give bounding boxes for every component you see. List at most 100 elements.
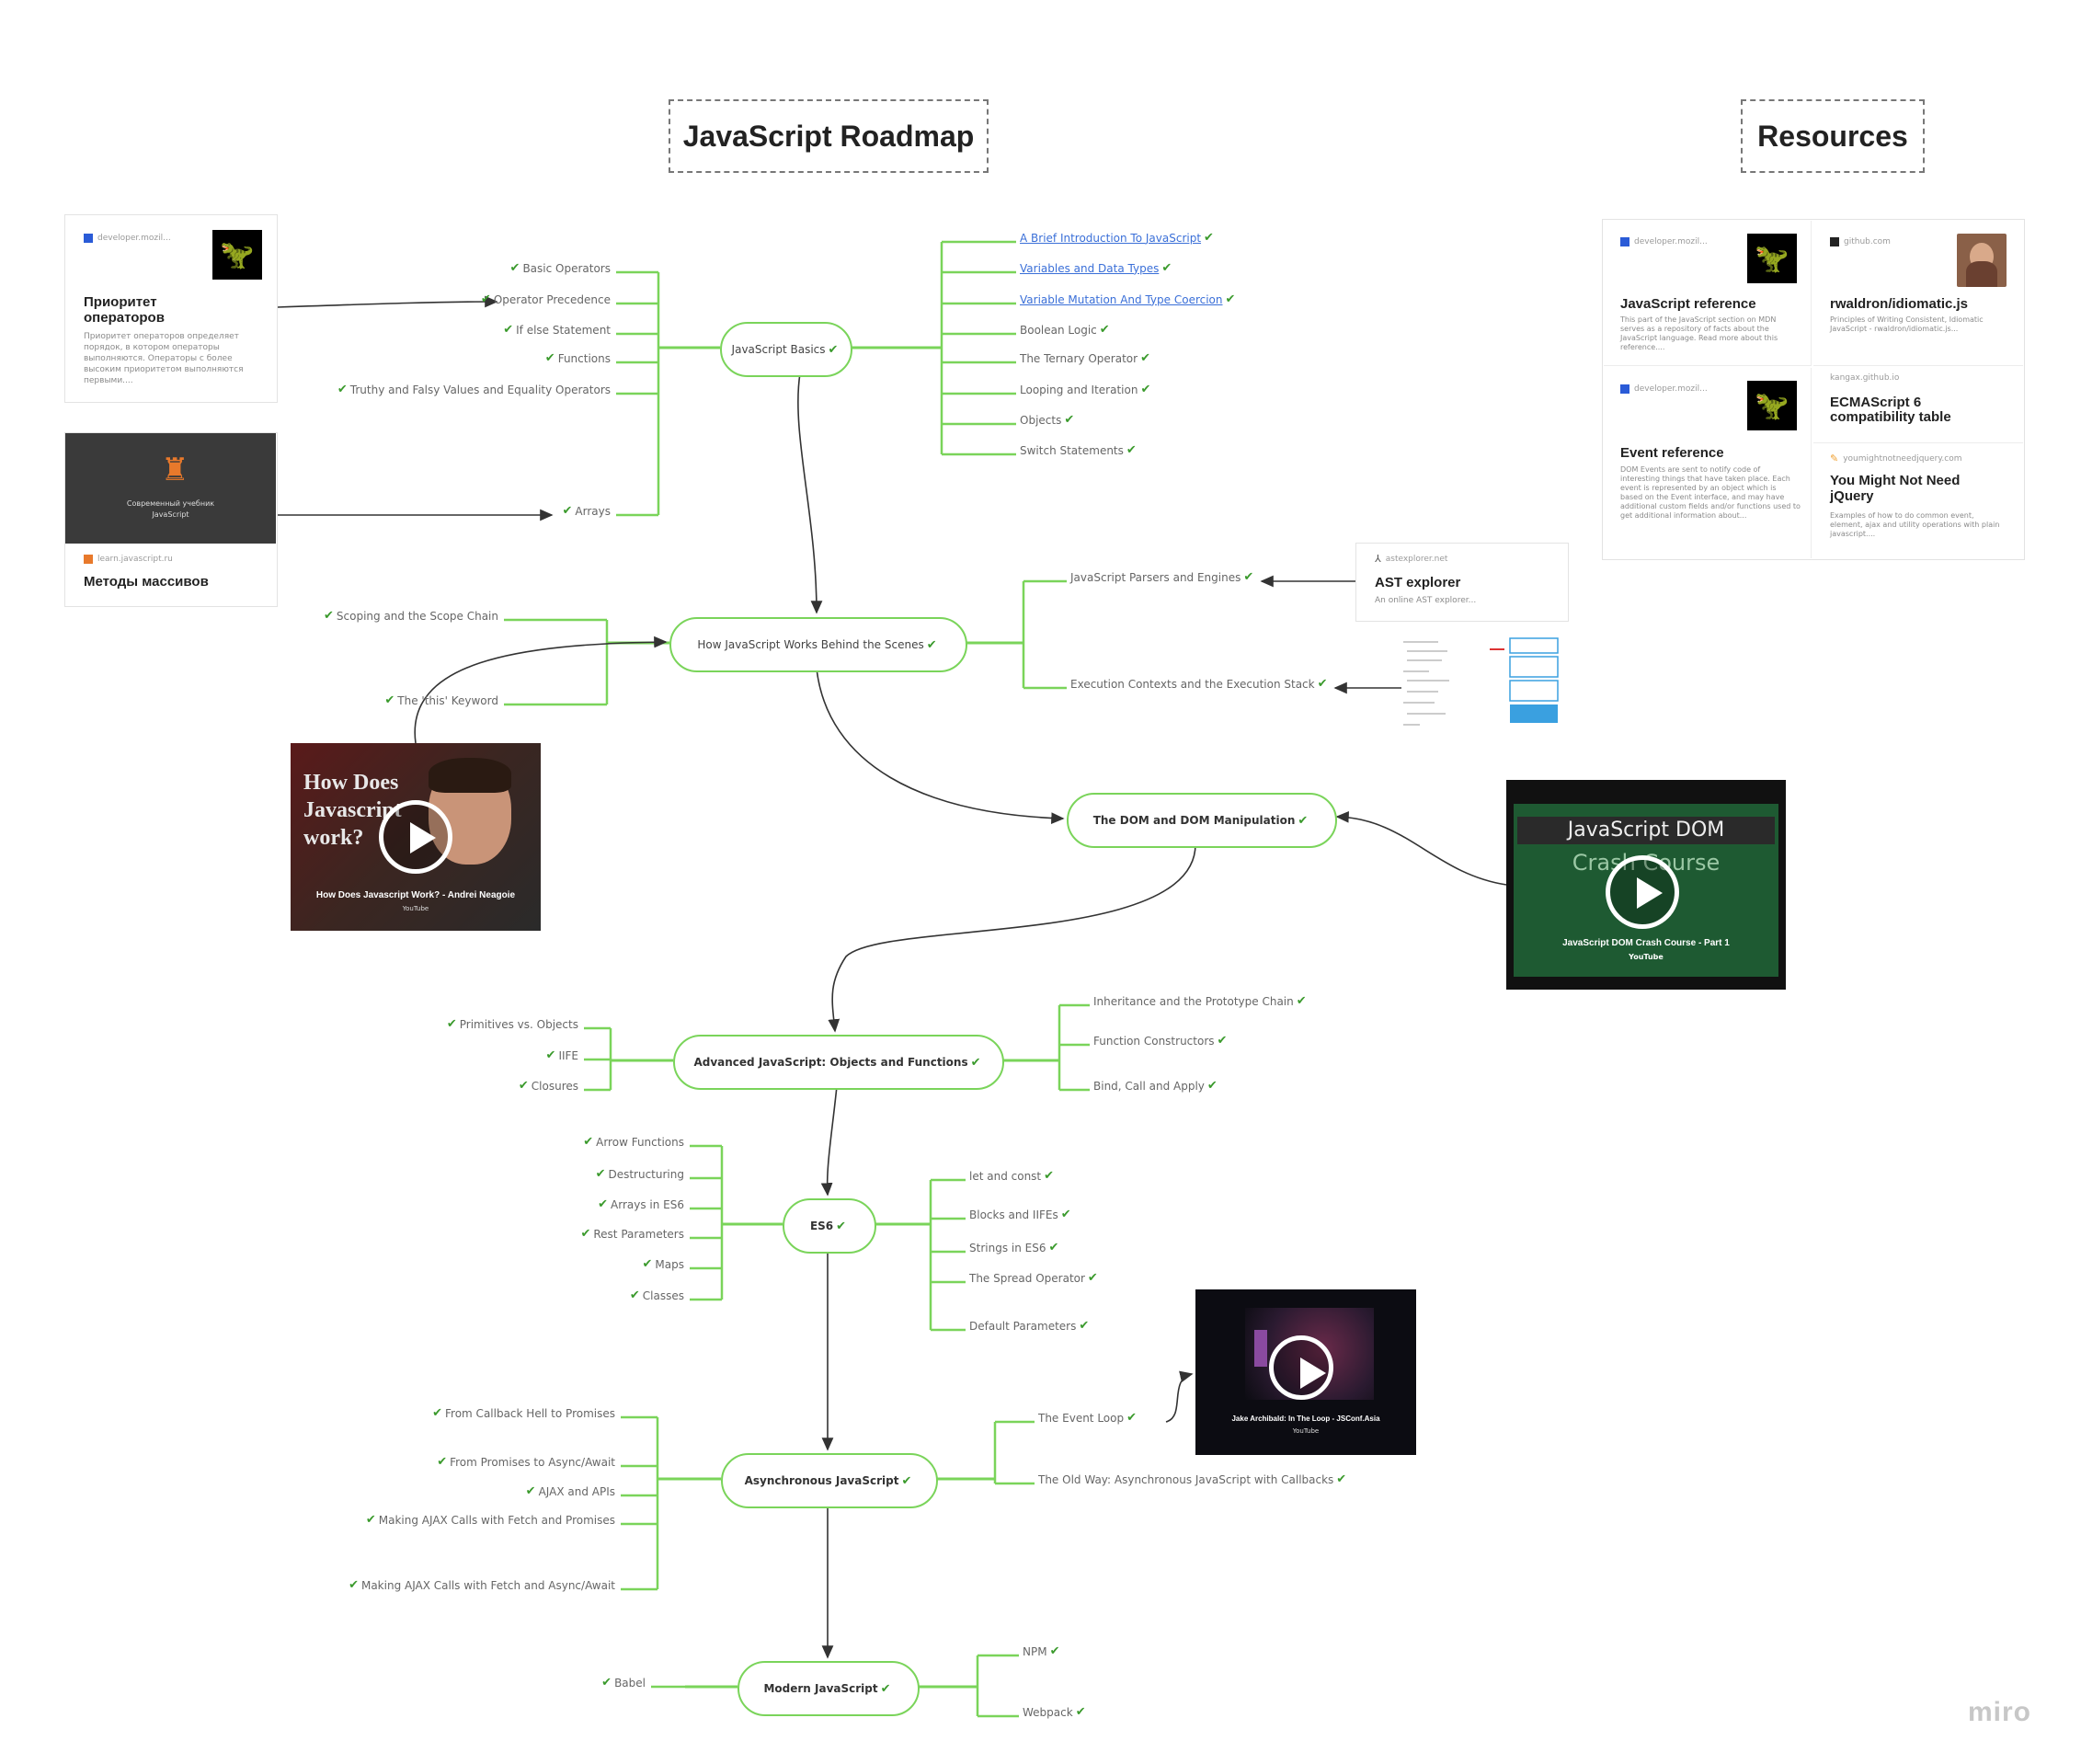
topic-advanced[interactable]: ✔Closures (516, 1079, 578, 1093)
topic-es6[interactable]: ✔Maps (640, 1257, 684, 1271)
topic-async[interactable]: ✔Making AJAX Calls with Fetch and Async/… (346, 1578, 615, 1592)
topic-es6[interactable]: ✔Rest Parameters (577, 1227, 684, 1241)
topic-advanced[interactable]: ✔IIFE (543, 1048, 578, 1062)
topic-basics[interactable]: Looping and Iteration✔ (1020, 383, 1153, 396)
hub-advanced-javascript[interactable]: Advanced JavaScript: Objects and Functio… (673, 1035, 1004, 1090)
hub-asynchronous-javascript[interactable]: Asynchronous JavaScript✔ (721, 1453, 938, 1508)
topic-basics[interactable]: Variables and Data Types✔ (1020, 261, 1174, 275)
video-platform: YouTube (1629, 953, 1664, 961)
card-source: ✎youmightnotneedjquery.com (1830, 452, 1962, 464)
topic-modern[interactable]: Webpack✔ (1023, 1705, 1089, 1719)
execution-stack-image[interactable] (1401, 635, 1567, 736)
topic-modern[interactable]: NPM✔ (1023, 1644, 1062, 1658)
topic-advanced[interactable]: Inheritance and the Prototype Chain✔ (1093, 994, 1309, 1008)
topic-label: Primitives vs. Objects (459, 1017, 578, 1031)
roadmap-title[interactable]: JavaScript Roadmap (669, 99, 989, 173)
check-icon: ✔ (446, 1017, 457, 1031)
topic-es6[interactable]: Strings in ES6✔ (969, 1241, 1061, 1254)
arrow-connector (277, 295, 498, 308)
topic-es6[interactable]: Default Parameters✔ (969, 1319, 1092, 1333)
resources-title[interactable]: Resources (1741, 99, 1925, 173)
topic-async[interactable]: ✔From Promises to Async/Await (434, 1455, 615, 1469)
topic-es6[interactable]: ✔Classes (627, 1289, 684, 1302)
card-es6-compat-table[interactable]: kangax.github.io ECMAScript 6 compatibil… (1813, 368, 2023, 443)
hub-javascript-basics[interactable]: JavaScript Basics✔ (720, 322, 852, 377)
topic-label: Arrays in ES6 (611, 1197, 684, 1211)
topic-basics[interactable]: ✔Basic Operators (508, 261, 611, 275)
card-title: Event reference (1620, 445, 1724, 461)
topic-basics[interactable]: ✔Truthy and Falsy Values and Equality Op… (335, 383, 611, 396)
topic-es6[interactable]: ✔Arrays in ES6 (595, 1197, 684, 1211)
hub-es6[interactable]: ES6✔ (783, 1198, 876, 1254)
hub-behind-the-scenes[interactable]: How JavaScript Works Behind the Scenes✔ (669, 617, 967, 672)
topic-basics[interactable]: Boolean Logic✔ (1020, 323, 1113, 337)
topic-async[interactable]: The Old Way: Asynchronous JavaScript wit… (1038, 1472, 1349, 1486)
check-icon: ✔ (642, 1257, 653, 1271)
play-icon[interactable] (1606, 855, 1679, 929)
topic-label: Blocks and IIFEs (969, 1208, 1058, 1221)
card-title: ECMAScript 6 compatibility table (1830, 395, 1951, 425)
topic-async[interactable]: The Event Loop✔ (1038, 1411, 1139, 1425)
topic-es6[interactable]: ✔Arrow Functions (580, 1135, 684, 1149)
topic-behind-the-scenes[interactable]: JavaScript Parsers and Engines✔ (1070, 570, 1256, 584)
card-source: kangax.github.io (1830, 373, 1900, 383)
topic-label: Webpack (1023, 1705, 1073, 1719)
card-source: learn.javascript.ru (84, 555, 173, 564)
card-ast-explorer[interactable]: ⅄astexplorer.net AST explorer An online … (1355, 543, 1569, 622)
video-dom-crash-course[interactable]: JavaScript DOM Crash Course JavaScript D… (1506, 780, 1786, 990)
arrow-connector (828, 843, 1196, 1033)
topic-basics[interactable]: Variable Mutation And Type Coercion✔ (1020, 292, 1238, 306)
topic-label: Truthy and Falsy Values and Equality Ope… (349, 383, 611, 396)
hub-dom-manipulation[interactable]: The DOM and DOM Manipulation✔ (1067, 793, 1337, 848)
ast-favicon-icon: ⅄ (1375, 553, 1381, 565)
avatar (1957, 234, 2007, 287)
presenter-hair (429, 758, 511, 793)
check-icon: ✔ (432, 1406, 443, 1420)
card-array-methods[interactable]: ♜ Современный учебник JavaScript learn.j… (64, 432, 278, 607)
check-icon: ✔ (480, 292, 491, 306)
card-source: ⅄astexplorer.net (1375, 553, 1448, 565)
card-javascript-reference[interactable]: developer.mozil... 🦖 JavaScript referenc… (1604, 221, 1812, 366)
topic-async[interactable]: ✔From Callback Hell to Promises (429, 1406, 615, 1420)
topic-basics[interactable]: ✔Operator Precedence (478, 292, 611, 306)
check-icon: ✔ (598, 1197, 609, 1211)
topic-advanced[interactable]: Function Constructors✔ (1093, 1034, 1229, 1048)
check-icon: ✔ (1048, 1241, 1059, 1254)
card-idiomatic-js[interactable]: github.com rwaldron/idiomatic.js Princip… (1813, 221, 2023, 366)
play-icon[interactable] (379, 800, 452, 874)
topic-es6[interactable]: Blocks and IIFEs✔ (969, 1208, 1074, 1221)
topic-behind-the-scenes[interactable]: ✔The 'this' Keyword (382, 693, 498, 707)
banner-text: Современный учебник (126, 499, 215, 508)
mdn-dino-icon: 🦖 (212, 230, 262, 280)
video-how-javascript-works[interactable]: How Does Javascript work? How Does Javas… (291, 743, 541, 931)
topic-behind-the-scenes[interactable]: ✔Scoping and the Scope Chain (321, 609, 498, 623)
topic-modern[interactable]: ✔Babel (599, 1676, 646, 1690)
topic-basics[interactable]: ✔If else Statement (500, 323, 611, 337)
topic-es6[interactable]: let and const✔ (969, 1169, 1057, 1183)
topic-basics[interactable]: Objects✔ (1020, 413, 1077, 427)
topic-es6[interactable]: ✔Destructuring (593, 1167, 684, 1181)
topic-advanced[interactable]: ✔Primitives vs. Objects (444, 1017, 578, 1031)
topic-behind-the-scenes[interactable]: Execution Contexts and the Execution Sta… (1070, 677, 1331, 691)
topic-advanced[interactable]: Bind, Call and Apply✔ (1093, 1079, 1220, 1093)
video-event-loop[interactable]: Jake Archibald: In The Loop - JSConf.Asi… (1195, 1289, 1416, 1455)
mdn-favicon-icon (1620, 384, 1629, 394)
topic-async[interactable]: ✔AJAX and APIs (523, 1484, 615, 1498)
topic-es6[interactable]: The Spread Operator✔ (969, 1271, 1101, 1285)
topic-basics[interactable]: The Ternary Operator✔ (1020, 351, 1153, 365)
check-icon: ✔ (1298, 813, 1309, 828)
topic-async[interactable]: ✔Making AJAX Calls with Fetch and Promis… (363, 1513, 615, 1527)
hub-modern-javascript[interactable]: Modern JavaScript✔ (737, 1661, 920, 1716)
card-operator-precedence[interactable]: developer.mozil... 🦖 Приоритет операторо… (64, 214, 278, 403)
topic-label: let and const (969, 1169, 1042, 1183)
check-icon: ✔ (349, 1578, 359, 1592)
topic-basics[interactable]: ✔Functions (543, 351, 611, 365)
card-event-reference[interactable]: developer.mozil... 🦖 Event reference DOM… (1604, 368, 1812, 558)
play-icon[interactable] (1269, 1335, 1333, 1400)
card-you-might-not-need-jquery[interactable]: ✎youmightnotneedjquery.com You Might Not… (1813, 445, 2023, 558)
tower-logo-icon: ♜ (161, 452, 189, 488)
topic-basics[interactable]: Switch Statements✔ (1020, 443, 1139, 457)
topic-basics[interactable]: ✔Arrays (560, 504, 611, 518)
check-icon: ✔ (503, 323, 514, 337)
topic-basics[interactable]: A Brief Introduction To JavaScript✔ (1020, 231, 1217, 245)
